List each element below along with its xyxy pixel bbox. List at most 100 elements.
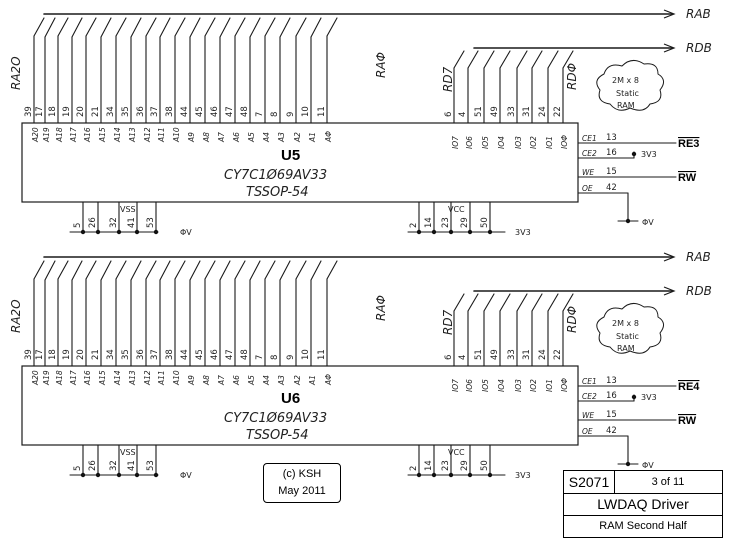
address-pin-name: A12 [143, 127, 152, 143]
address-pin-riser [189, 17, 201, 38]
address-pin-number: 7 [255, 355, 265, 360]
data-pin-riser [547, 50, 559, 69]
address-pin-riser [33, 260, 45, 280]
address-pin-name: A3 [277, 132, 286, 143]
data-pin-name: IO3 [514, 136, 523, 149]
address-pin-name: A4 [262, 375, 271, 386]
oe-junction [625, 218, 631, 224]
address-pin-name: A13 [128, 370, 137, 386]
data-pin-riser [516, 293, 528, 312]
vcc-label: VCC [448, 448, 465, 457]
address-pin-name: A17 [69, 127, 78, 143]
data-pin-riser [453, 293, 465, 312]
data-pin-riser [499, 50, 511, 69]
address-pin-name: A16 [83, 370, 92, 386]
control-pin-name: OE [582, 184, 593, 193]
address-pin-riser [100, 17, 112, 38]
data-pin-number: 6 [444, 355, 454, 360]
data-pin-number: 33 [507, 106, 517, 117]
copyright-box: (c) KSH May 2011 [263, 463, 341, 503]
data-pin-riser [499, 293, 511, 312]
vss-junction [134, 229, 140, 235]
vss-pin-number: 32 [109, 217, 119, 228]
vcc-junction [487, 229, 493, 235]
vss-junction [153, 229, 159, 235]
data-bus-label: RDB [686, 284, 712, 298]
address-pin-name: A5 [247, 132, 256, 143]
data-pin-name: IO2 [529, 136, 538, 149]
vcc-pin-number: 14 [424, 217, 434, 228]
vcc-junction [467, 472, 473, 478]
address-pin-name: A1 [308, 375, 317, 386]
ce2-power-label: 3V3 [641, 393, 657, 402]
vcc-power-label: 3V3 [515, 228, 531, 237]
address-pin-name: AΦ [324, 131, 333, 143]
address-pin-number: 38 [165, 349, 175, 360]
chip-part-number: CY7C1Ø69AV33 [224, 411, 327, 426]
vcc-junction [448, 472, 454, 478]
data-pin-name: IO1 [545, 136, 554, 149]
address-pin-number: 45 [195, 106, 205, 117]
address-pin-riser [264, 260, 276, 280]
address-pin-number: 45 [195, 349, 205, 360]
control-pin-number: 13 [606, 133, 617, 143]
copyright-line-2: May 2011 [278, 485, 326, 497]
vcc-pin-number: 29 [460, 217, 470, 228]
vss-pin-number: 53 [146, 217, 156, 228]
address-pin-riser [159, 260, 171, 281]
data-low-label: RDΦ [565, 306, 579, 333]
address-pin-name: A15 [98, 127, 107, 143]
vcc-junction [416, 229, 422, 235]
vss-junction [95, 472, 101, 478]
control-pin-number: 15 [606, 410, 617, 420]
data-pin-number: 4 [458, 355, 468, 360]
address-pin-number: 37 [150, 349, 160, 360]
chip-body [21, 122, 579, 203]
address-pin-number: 17 [35, 349, 45, 360]
sheet-title: LWDAQ Driver [564, 494, 722, 516]
memory-cloud-icon [596, 60, 664, 111]
address-pin-name: AΦ [324, 374, 333, 386]
data-pin-name: IOΦ [560, 378, 569, 392]
vcc-junction [431, 229, 437, 235]
ce2-power-label: 3V3 [641, 150, 657, 159]
address-pin-number: 38 [165, 106, 175, 117]
data-pin-riser [531, 50, 543, 69]
control-pin-name: WE [582, 168, 594, 177]
address-pin-name: A11 [157, 127, 166, 143]
oe-junction [625, 461, 631, 467]
data-pin-riser [467, 293, 479, 312]
cloud-note-line-2: Static [616, 89, 639, 98]
data-pin-riser [483, 293, 495, 312]
vss-pin-number: 5 [73, 223, 83, 228]
address-pin-name: A14 [113, 127, 122, 143]
data-pin-name: IO7 [451, 379, 460, 392]
address-pin-riser [219, 17, 231, 38]
address-pin-riser [174, 260, 186, 280]
address-pin-riser [174, 17, 186, 37]
control-pin-number: 16 [606, 391, 617, 401]
cloud-note-line-1: 2M x 8 [612, 319, 639, 328]
control-pin-number: 16 [606, 148, 617, 158]
address-pin-riser [204, 17, 216, 37]
data-pin-number: 24 [538, 106, 548, 117]
cloud-note-line-3: RAM [617, 101, 635, 110]
address-pin-number: 39 [24, 106, 34, 117]
vss-junction [80, 229, 86, 235]
data-pin-name: IO5 [481, 136, 490, 149]
data-low-label: RDΦ [565, 63, 579, 90]
address-pin-name: A8 [202, 132, 211, 143]
address-pin-number: 35 [121, 349, 131, 360]
address-pin-name: A14 [113, 370, 122, 386]
sheet-subtitle: RAM Second Half [599, 520, 687, 532]
data-pin-number: 33 [507, 349, 517, 360]
vcc-pin-number: 29 [460, 460, 470, 471]
address-pin-riser [219, 260, 231, 281]
address-pin-riser [71, 260, 83, 281]
data-high-label: RD7 [441, 309, 455, 335]
data-pin-name: IO7 [451, 136, 460, 149]
vss-pin-number: 5 [73, 466, 83, 471]
data-pin-name: IO5 [481, 379, 490, 392]
address-pin-name: A6 [232, 132, 241, 143]
vss-junction [116, 229, 122, 235]
